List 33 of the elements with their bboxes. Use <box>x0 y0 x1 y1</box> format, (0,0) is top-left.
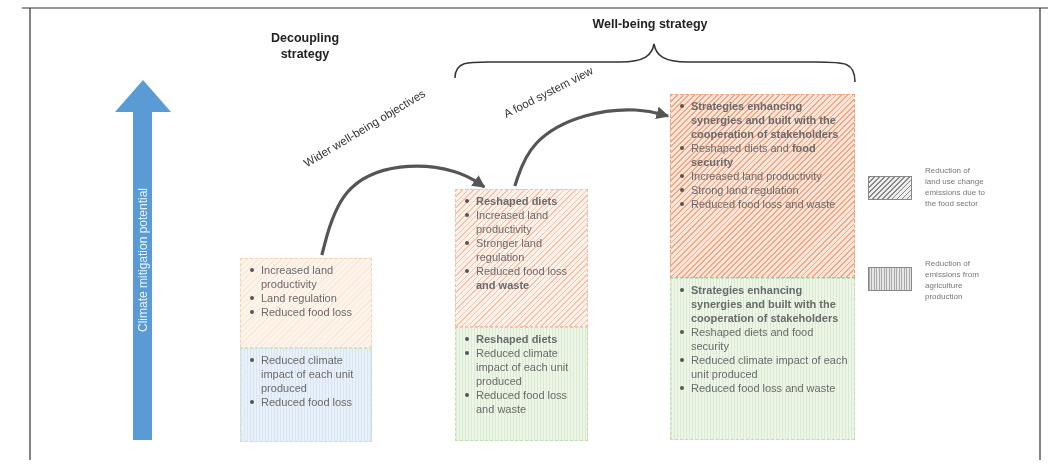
bullet-item: Increased land productivity <box>261 263 367 291</box>
axis-label: Climate mitigation potential <box>135 187 151 333</box>
bullet-item: Reduced climate impact of each unit produced <box>476 346 583 388</box>
bullet-item: Strategies enhancing synergies and built with the cooperation of stakeholders <box>691 283 850 325</box>
bullet-item: Reshaped diets and food security <box>691 141 850 169</box>
strategy-box <box>670 94 855 278</box>
bullet-item: Reshaped diets <box>476 194 583 208</box>
bullet-item: Reduced food loss <box>261 305 367 319</box>
legend-text: Reduction of land use change emissions due to the food sector <box>925 165 987 209</box>
bullet-item: Reduced climate impact of each unit produced <box>261 353 367 395</box>
heading: Well-being strategy <box>591 16 709 32</box>
bullet-item: Reduced food loss and waste <box>691 381 850 395</box>
strategy-box <box>455 327 588 441</box>
strategy-box <box>670 278 855 440</box>
bullet-item: Land regulation <box>261 291 367 305</box>
bullet-item: Increased land productivity <box>691 169 850 183</box>
curved-arrow <box>513 106 670 187</box>
bullet-item: Reshaped diets <box>476 332 583 346</box>
bullet-item: Reduced food loss and waste <box>476 264 583 292</box>
bullet-item: Strong land regulation <box>691 183 850 197</box>
legend-text: Reduction of emissions from agriculture production <box>925 258 980 302</box>
bullet-item: Reshaped diets and food security <box>691 325 850 353</box>
bullet-item: Reduced climate impact of each unit produced <box>691 353 850 381</box>
bullet-item: Reduced food loss and waste <box>476 388 583 416</box>
bullet-item: Reduced food loss <box>261 395 367 409</box>
bullet-item: Reduced food loss and waste <box>691 197 850 211</box>
curved-arrow <box>320 164 486 256</box>
heading: Decoupling strategy <box>269 30 341 62</box>
bullet-item: Increased land productivity <box>476 208 583 236</box>
strategy-box <box>455 189 588 327</box>
strategy-box <box>240 348 372 442</box>
bullet-item: Stronger land regulation <box>476 236 583 264</box>
strategy-box <box>240 258 372 348</box>
